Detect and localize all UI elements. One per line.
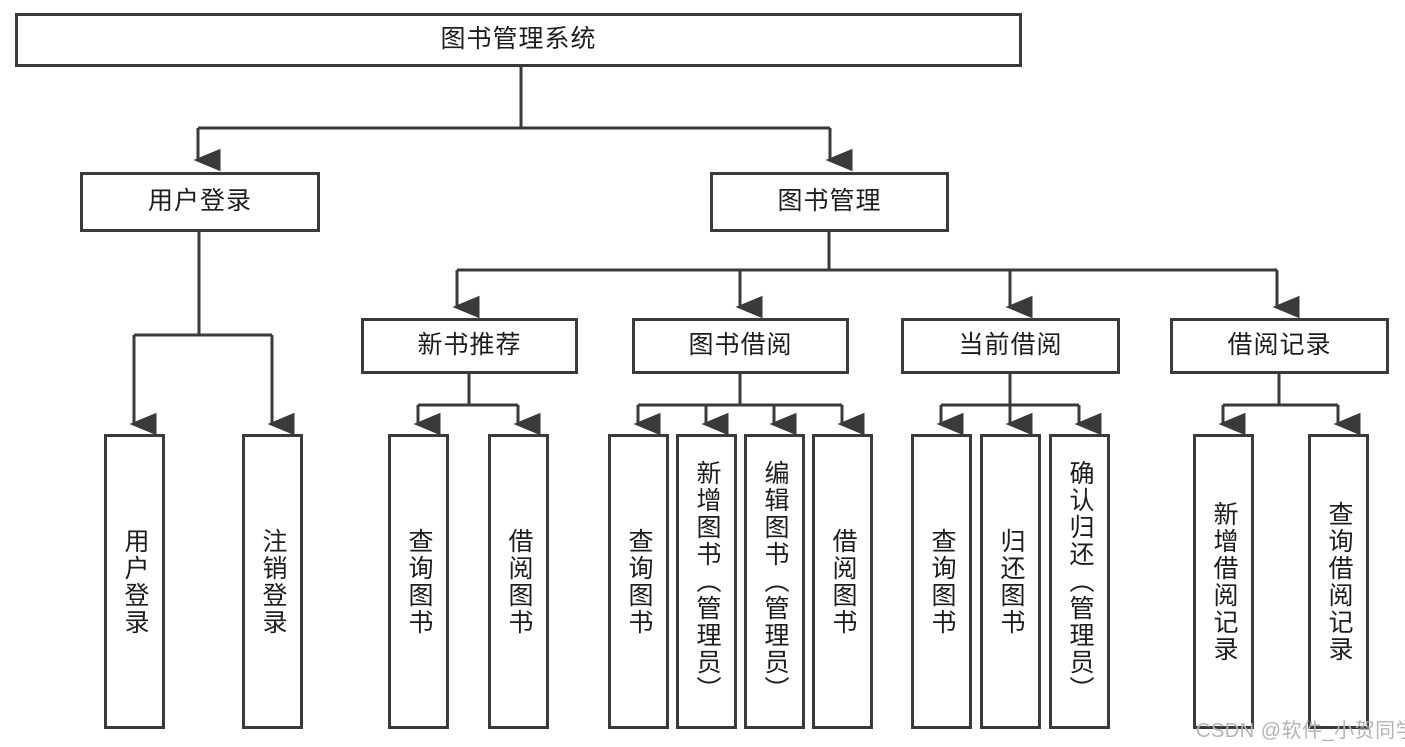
node-book-management[interactable]: 图书管理 bbox=[710, 172, 949, 232]
node-label: 当前借阅 bbox=[958, 331, 1063, 360]
leaf-record-query-record[interactable]: 查询借阅记录 bbox=[1308, 434, 1369, 729]
leaf-label: 查询图书 bbox=[928, 527, 956, 636]
leaf-label: 编辑图书（管理员） bbox=[761, 460, 789, 703]
node-label: 图书管理 bbox=[777, 187, 882, 216]
leaf-label: 新增图书（管理员） bbox=[693, 460, 721, 703]
leaf-user-login-signout[interactable]: 注销登录 bbox=[242, 434, 303, 729]
leaf-current-return-book[interactable]: 归还图书 bbox=[980, 434, 1041, 729]
leaf-label: 查询图书 bbox=[625, 527, 653, 636]
leaf-borrow-edit-book[interactable]: 编辑图书（管理员） bbox=[744, 434, 805, 729]
node-label: 图书借阅 bbox=[688, 331, 793, 360]
node-root-system[interactable]: 图书管理系统 bbox=[15, 13, 1022, 67]
leaf-label: 查询图书 bbox=[405, 527, 433, 636]
leaf-borrow-add-book[interactable]: 新增图书（管理员） bbox=[676, 434, 737, 729]
leaf-record-add-record[interactable]: 新增借阅记录 bbox=[1193, 434, 1254, 729]
leaf-newbook-query-book[interactable]: 查询图书 bbox=[388, 434, 449, 729]
leaf-borrow-query-book[interactable]: 查询图书 bbox=[608, 434, 669, 729]
node-book-borrow[interactable]: 图书借阅 bbox=[632, 318, 849, 374]
leaf-label: 新增借阅记录 bbox=[1210, 500, 1238, 663]
node-borrow-record[interactable]: 借阅记录 bbox=[1170, 318, 1389, 374]
node-label: 图书管理系统 bbox=[440, 25, 597, 54]
leaf-borrow-borrow-book[interactable]: 借阅图书 bbox=[812, 434, 873, 729]
leaf-label: 确认归还（管理员） bbox=[1066, 460, 1094, 703]
node-label: 借阅记录 bbox=[1227, 331, 1332, 360]
leaf-user-login-signin[interactable]: 用户登录 bbox=[104, 434, 165, 729]
node-label: 用户登录 bbox=[147, 187, 252, 216]
leaf-label: 注销登录 bbox=[259, 527, 287, 636]
leaf-label: 归还图书 bbox=[997, 527, 1025, 636]
node-new-book-recommend[interactable]: 新书推荐 bbox=[361, 318, 578, 374]
node-current-borrow[interactable]: 当前借阅 bbox=[901, 318, 1120, 374]
leaf-current-confirm-return[interactable]: 确认归还（管理员） bbox=[1049, 434, 1110, 729]
leaf-label: 用户登录 bbox=[121, 527, 149, 636]
leaf-newbook-borrow-book[interactable]: 借阅图书 bbox=[488, 434, 549, 729]
leaf-current-query-book[interactable]: 查询图书 bbox=[911, 434, 972, 729]
leaf-label: 借阅图书 bbox=[829, 527, 857, 636]
leaf-label: 借阅图书 bbox=[505, 527, 533, 636]
leaf-label: 查询借阅记录 bbox=[1325, 500, 1353, 663]
csdn-watermark: CSDN @软件_小贺同学 bbox=[1196, 720, 1405, 742]
node-user-login[interactable]: 用户登录 bbox=[80, 172, 320, 232]
node-label: 新书推荐 bbox=[417, 331, 522, 360]
